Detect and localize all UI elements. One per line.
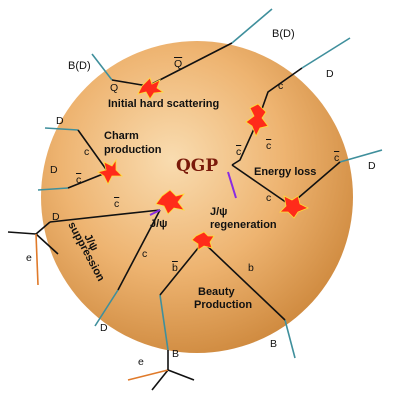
particle-e-bottom: e (138, 356, 144, 368)
charm-production-label-line1: Charm (104, 130, 139, 142)
qgp-label: QGP (176, 156, 219, 176)
flash-charm (97, 158, 123, 185)
charm-production-label-line2: production (104, 144, 162, 156)
jpsi-label: J/ψ (150, 218, 168, 230)
hadron-tracks (37, 8, 383, 359)
flash-hard-scattering (137, 77, 165, 100)
particle-b-meson-right: B (270, 338, 278, 350)
particle-bbar: b (172, 262, 178, 274)
particle-q: Q (110, 82, 119, 94)
initial-hard-scattering-label: Initial hard scattering (108, 98, 220, 110)
energy-loss-label: Energy loss (254, 166, 317, 178)
particle-d-right: D (368, 160, 376, 172)
flash-beauty (191, 231, 215, 251)
particle-cbar-energy-loss-right: c (266, 140, 272, 152)
particle-b-d-right: B(D) (272, 28, 295, 40)
particle-b-d-left: B(D) (68, 60, 91, 72)
jpsi-regeneration-label-line2: regeneration (210, 219, 277, 231)
particle-d-suppression: D (52, 211, 60, 223)
electron-tracks (35, 233, 169, 381)
jpsi-tracks (149, 171, 237, 216)
particle-cbar-charm: c (76, 174, 82, 186)
interaction-flashes (97, 77, 309, 251)
qgp-fireball (41, 41, 353, 353)
particle-cbar-right: c (334, 152, 340, 164)
particle-d-charm-upper: D (56, 115, 64, 127)
particle-d-charm-lower: D (50, 164, 58, 176)
particle-c-upper-right: c (278, 80, 284, 92)
particle-b-meson-bottom: B (172, 348, 180, 360)
flash-energy-loss-upper (245, 103, 269, 137)
particle-qbar: Q (174, 58, 183, 70)
particle-cbar-suppression: c (114, 198, 120, 210)
particle-cbar-energy-loss-left: c (236, 146, 242, 158)
particle-d-bottom: D (100, 322, 108, 334)
particle-d-upper-right: D (326, 68, 334, 80)
particle-e-left: e (26, 252, 32, 264)
particle-c-suppression: c (142, 248, 148, 260)
particle-c-charm: c (84, 146, 90, 158)
beauty-production-label-line2: Production (194, 299, 253, 311)
particle-b: b (248, 262, 254, 274)
particle-c-lower: c (266, 192, 272, 204)
jpsi-regeneration-label-line1: J/ψ (210, 206, 228, 218)
flash-jpsi (155, 189, 185, 215)
beauty-production-label-line1: Beauty (198, 286, 235, 298)
flash-energy-loss-lower (279, 195, 309, 219)
